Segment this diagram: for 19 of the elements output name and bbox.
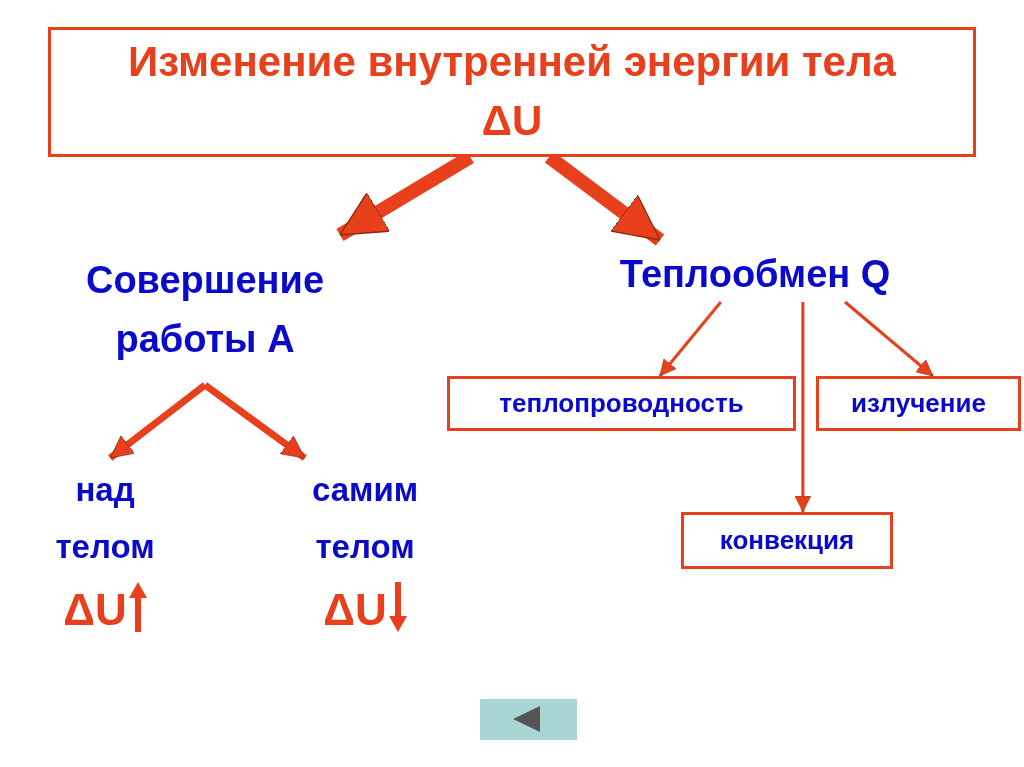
text-label: излучение: [851, 387, 986, 420]
text-box: [447, 376, 796, 431]
text-label: Теплообмен Q: [619, 252, 891, 297]
text-label: Изменение внутренней энергии тела ΔU: [127, 37, 897, 146]
text-box: [681, 512, 893, 569]
arrow: [658, 301, 722, 377]
text-box: [48, 27, 976, 157]
text-label: ΔU: [323, 587, 387, 632]
arrow: [108, 382, 208, 461]
arrow: [202, 382, 307, 461]
text-label: над телом: [54, 470, 156, 567]
arrow: [844, 300, 934, 378]
text-label: теплопроводность: [499, 387, 744, 420]
text-label: ΔU: [63, 587, 127, 632]
text-label: самим телом: [310, 470, 420, 567]
text-label: конвекция: [719, 524, 855, 557]
text-label: Совершение работы А: [84, 258, 326, 362]
text-box: [816, 376, 1021, 431]
arrow: [794, 302, 812, 513]
